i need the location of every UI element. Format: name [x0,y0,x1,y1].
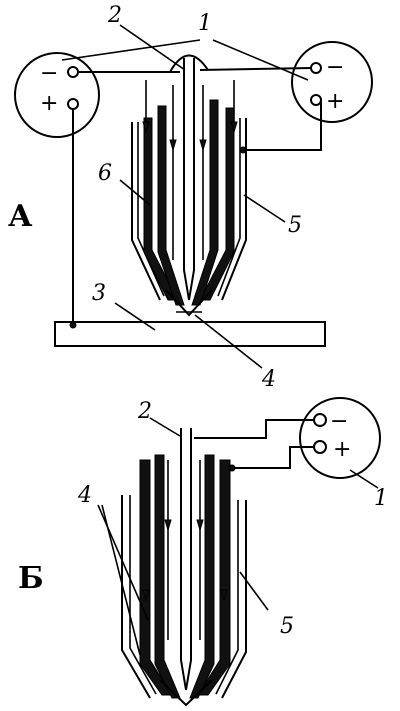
label-a-2: 2 [107,3,122,28]
terminal-minus-right: − [326,55,344,80]
part-b-label: Б [18,561,44,596]
figure-b: − + [18,397,388,707]
label-b-4: 4 [77,483,92,508]
terminal-plus-right: + [326,89,344,114]
torch-a [131,58,247,317]
terminal-plus-left: + [40,91,58,116]
label-a-1: 1 [198,11,212,36]
label-a-5: 5 [288,213,302,238]
label-b-5: 5 [280,614,294,639]
label-a-3: 3 [92,281,106,306]
figure-a: − + − + [8,3,373,392]
torch-b [121,428,247,707]
terminal-minus-b: − [330,409,348,434]
power-source-left: − + [14,52,100,138]
workpiece [54,321,326,347]
power-source-b: − + [299,397,381,479]
label-a-6: 6 [98,161,112,186]
power-source-right: − + [291,41,373,123]
leaders-a [61,24,309,369]
part-a-label: А [8,199,33,234]
label-b-1: 1 [374,486,388,511]
terminal-minus-left: − [40,61,58,86]
wiring-a [69,54,322,329]
leaders-b [97,417,379,656]
label-a-4: 4 [261,367,276,392]
label-b-2: 2 [137,399,152,424]
terminal-plus-b: + [333,437,351,462]
